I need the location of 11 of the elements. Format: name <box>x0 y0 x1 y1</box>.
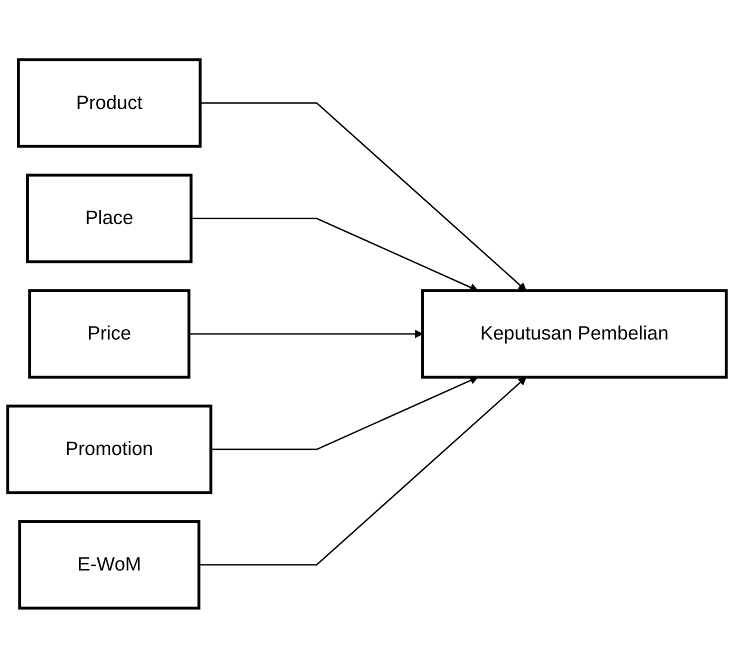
node-box: Promotion <box>6 404 212 494</box>
arrow <box>200 102 526 292</box>
arrow <box>188 330 423 338</box>
node-box: Place <box>26 174 193 264</box>
arrow <box>198 376 526 566</box>
arrow <box>191 218 478 292</box>
node-box: Keputusan Pembelian <box>421 289 728 379</box>
node-box: E-WoM <box>18 520 200 610</box>
node-box: Product <box>16 58 202 148</box>
arrow <box>210 376 478 450</box>
node-box: Price <box>28 289 190 379</box>
